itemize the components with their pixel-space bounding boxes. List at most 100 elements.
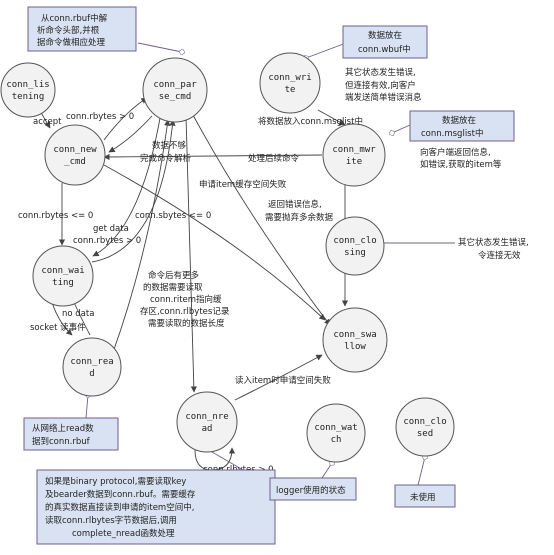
- svg-text:logger使用的状态: logger使用的状态: [276, 485, 346, 496]
- label-accept: accept: [33, 117, 62, 127]
- label-read-fail: 读入item时申请空间失败: [235, 375, 331, 386]
- svg-text:ite: ite: [346, 157, 362, 167]
- svg-text:ch: ch: [331, 435, 342, 445]
- label-need-more-1: 数据不够: [152, 140, 187, 151]
- edge-waiting-parse: [91, 119, 176, 263]
- svg-text:数据放在: 数据放在: [442, 115, 476, 126]
- svg-text:llow: llow: [344, 342, 366, 352]
- svg-text:读取conn.rlbytes字节数据后,调用: 读取conn.rlbytes字节数据后,调用: [45, 515, 177, 526]
- svg-text:se_cmd: se_cmd: [159, 92, 192, 102]
- svg-text:conn_nre: conn_nre: [185, 412, 228, 422]
- label-cmd-more-4: 存区,conn.rlbytes记录: [140, 306, 230, 317]
- state-conn-nread[interactable]: conn_nre ad: [176, 391, 238, 453]
- note-read: 从网络上read数 据到conn.rbuf: [23, 417, 119, 451]
- svg-text:complete_nread函数处理: complete_nread函数处理: [72, 528, 175, 539]
- state-conn-read[interactable]: conn_rea d: [62, 337, 122, 397]
- note-nread: 如果是binary protocol,需要读取key 及bearder数据到co…: [36, 469, 276, 545]
- svg-text:如错误,获取的item等: 如错误,获取的item等: [420, 159, 502, 170]
- label-socket-read: socket 读事件: [30, 322, 86, 333]
- svg-text:据到conn.rbuf: 据到conn.rbuf: [32, 436, 91, 447]
- note-closed: 未使用: [394, 484, 456, 508]
- edge-parse-nread: [185, 115, 197, 393]
- svg-text:从conn.rbuf中解: 从conn.rbuf中解: [41, 13, 108, 24]
- label-cmd-more-3: conn.ritem指向缓: [150, 294, 222, 305]
- svg-text:conn_lis: conn_lis: [6, 80, 49, 90]
- annotation-mwrite-side: 向客户端返回信息, 如错误,获取的item等: [420, 147, 502, 170]
- svg-text:但连接有效,向客户: 但连接有效,向客户: [345, 80, 416, 91]
- svg-text:conn_mwr: conn_mwr: [332, 145, 376, 155]
- svg-text:sing: sing: [344, 248, 366, 258]
- edge-nread-swallow: [234, 354, 323, 401]
- note-watch: logger使用的状态: [269, 477, 357, 501]
- label-return-err-1: 返回错误信息,: [268, 199, 322, 210]
- state-conn-closing[interactable]: conn_clo sing: [325, 216, 385, 276]
- svg-text:d: d: [89, 369, 94, 379]
- svg-text:及bearder数据到conn.rbuf。需要缓存: 及bearder数据到conn.rbuf。需要缓存: [45, 489, 196, 500]
- svg-text:conn_rea: conn_rea: [70, 357, 113, 367]
- annotation-write-error: 其它状态发生错误, 但连接有效,向客户 端发送简单错误消息: [345, 67, 422, 103]
- label-cmd-more-2: 的数据需要读取: [143, 282, 203, 293]
- note-parse: 从conn.rbuf中解 析命令头部,并根 据命令做相应处理: [27, 6, 137, 52]
- svg-text:如果是binary protocol,需要读取key: 如果是binary protocol,需要读取key: [45, 476, 186, 487]
- state-conn-write[interactable]: conn_wri te: [259, 52, 321, 114]
- state-conn-new-cmd[interactable]: conn_new _cmd: [44, 124, 106, 186]
- svg-text:向客户端返回信息,: 向客户端返回信息,: [420, 147, 491, 158]
- label-get-data-2: conn.rbytes > 0: [73, 236, 141, 246]
- label-cmd-more-5: 需要读取的数据长度: [148, 318, 225, 329]
- edge-write-mwrite: [317, 109, 346, 126]
- label-get-data: get data: [93, 224, 129, 234]
- svg-text:tening: tening: [12, 92, 45, 102]
- svg-text:端发送简单错误消息: 端发送简单错误消息: [345, 92, 422, 103]
- note-mwrite: 数据放在 conn.msglist中: [409, 110, 515, 142]
- edge-newcmd-parse: [103, 97, 148, 141]
- label-sbytes-le0: conn.sbytes <= 0: [135, 211, 211, 221]
- svg-text:据命令做相应处理: 据命令做相应处理: [37, 37, 106, 48]
- state-conn-watch[interactable]: conn_wat ch: [306, 403, 366, 463]
- label-cmd-more-1: 命令后有更多: [148, 270, 200, 281]
- label-continue-cmd: 处理后续命令: [248, 153, 300, 164]
- state-conn-waiting[interactable]: conn_wai ting: [32, 245, 94, 307]
- label-need-more-2: 完成命令解析: [140, 153, 192, 164]
- svg-text:_cmd: _cmd: [64, 157, 86, 167]
- note-write: 数据放在 conn.wbuf中: [342, 25, 428, 59]
- svg-text:conn_wai: conn_wai: [41, 266, 84, 276]
- svg-text:conn_wri: conn_wri: [268, 73, 311, 83]
- state-conn-listening[interactable]: conn_lis tening: [0, 62, 56, 118]
- svg-text:conn_wat: conn_wat: [314, 423, 357, 433]
- edge-newcmd-swallow: [103, 164, 326, 321]
- svg-text:其它状态发生错误,: 其它状态发生错误,: [458, 237, 529, 248]
- svg-text:te: te: [285, 85, 296, 95]
- state-conn-mwrite[interactable]: conn_mwr ite: [322, 123, 386, 187]
- svg-text:析命令头部,并根: 析命令头部,并根: [37, 25, 100, 36]
- state-conn-swallow[interactable]: conn_swa llow: [322, 307, 388, 373]
- svg-text:的真实数据直接读到申请的item空间中,: 的真实数据直接读到申请的item空间中,: [45, 502, 194, 513]
- label-return-err-2: 需要抛弃多余数据: [265, 212, 334, 223]
- edge-mwrite-newcmd: [103, 153, 323, 161]
- svg-text:conn.wbuf中: conn.wbuf中: [358, 44, 411, 55]
- svg-text:从网络上read数: 从网络上read数: [32, 423, 94, 434]
- svg-text:令连接无效: 令连接无效: [478, 250, 521, 261]
- svg-text:conn_swa: conn_swa: [333, 330, 376, 340]
- state-conn-closed[interactable]: conn_clo sed: [395, 397, 455, 457]
- edge-read-parse: [111, 119, 171, 356]
- svg-text:conn.msglist中: conn.msglist中: [421, 128, 483, 139]
- edge-labels: accept conn.rbytes > 0 数据不够 完成命令解析 处理后续命…: [18, 112, 363, 475]
- label-rbytes-le0: conn.rbytes <= 0: [18, 211, 93, 221]
- edge-parse-newcmd: [108, 115, 153, 153]
- label-rbytes-gt0: conn.rbytes > 0: [66, 112, 134, 122]
- state-conn-parse-cmd[interactable]: conn_par se_cmd: [142, 57, 208, 123]
- edge-parse-waiting: [92, 117, 161, 257]
- svg-text:其它状态发生错误,: 其它状态发生错误,: [345, 67, 416, 78]
- svg-text:conn_new: conn_new: [53, 145, 97, 155]
- svg-text:ting: ting: [52, 278, 74, 288]
- svg-text:sed: sed: [417, 429, 433, 439]
- svg-text:conn_clo: conn_clo: [403, 417, 446, 427]
- svg-text:数据放在: 数据放在: [368, 30, 402, 41]
- svg-text:conn_clo: conn_clo: [333, 236, 376, 246]
- annotation-closing: 其它状态发生错误, 令连接无效: [384, 237, 529, 261]
- svg-text:ad: ad: [202, 424, 213, 434]
- label-alloc-fail: 申请item缓存空间失败: [199, 179, 287, 190]
- label-to-msglist: 将数据放入conn.msglist中: [258, 116, 363, 127]
- svg-text:conn_par: conn_par: [153, 80, 197, 90]
